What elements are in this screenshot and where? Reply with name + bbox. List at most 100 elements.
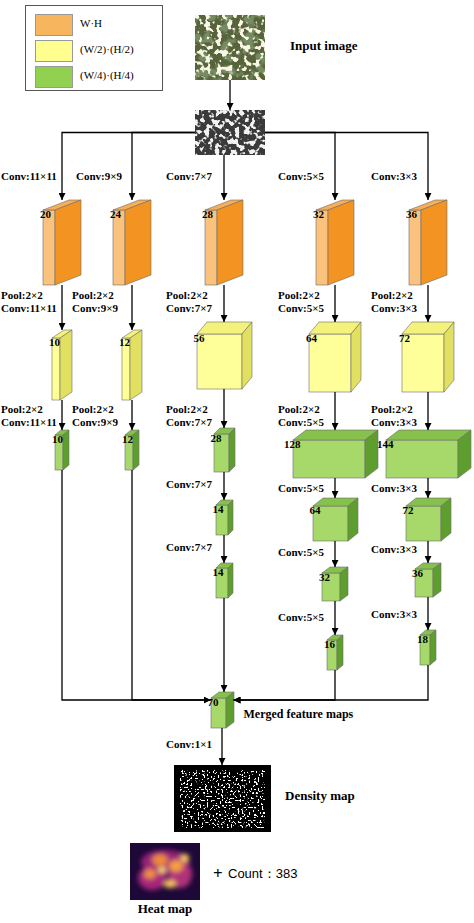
cube-front (205, 210, 217, 285)
flow-arrow (223, 389, 224, 428)
grayscale-photo (195, 110, 265, 155)
plus-sign: + (213, 864, 223, 884)
cube-shape (293, 430, 378, 478)
flow-arrow (221, 728, 222, 765)
channel-number: 32 (319, 571, 330, 584)
operation-label: Conv:5×5 (278, 482, 344, 495)
channel-number: 28 (211, 432, 222, 445)
flow-arrow (234, 665, 429, 700)
feature-map-cube: 128 (293, 430, 378, 478)
cube-front (43, 210, 55, 285)
operation-label: Pool:2×2 Conv:9×9 (72, 403, 138, 428)
feature-map-cube: 72 (402, 322, 454, 392)
cube-front (113, 210, 125, 285)
cube-side (351, 322, 361, 392)
operation-label: Conv:3×3 (371, 170, 437, 183)
operation-label: Conv:1×1 (166, 738, 232, 751)
flow-arrow (131, 285, 132, 330)
cube-side (441, 498, 451, 541)
feature-map-cube: 28 (205, 200, 243, 285)
feature-map-cube: 12 (122, 330, 142, 400)
flow-arrow (61, 400, 62, 430)
feature-map-cube: 18 (420, 630, 436, 665)
cube-side (63, 430, 69, 470)
flow-arrow (62, 133, 195, 201)
cube-side (328, 200, 354, 285)
operation-label: Conv:5×5 (278, 611, 344, 624)
flow-arrow (427, 541, 428, 563)
channel-number: 72 (399, 332, 410, 345)
channel-number: 56 (194, 332, 205, 345)
cube-side (337, 635, 343, 670)
feature-map-cube: 32 (322, 567, 348, 601)
feature-map-cube: 70Merged feature maps (211, 692, 234, 728)
cube-front (293, 440, 365, 478)
cube-side (348, 498, 358, 541)
feature-map-cube: 36 (415, 563, 441, 597)
flow-arrow (62, 470, 211, 700)
operation-label: Pool:2×2 Conv:7×7 (166, 403, 232, 428)
operation-label: Conv:11×11 (1, 170, 67, 183)
operation-label: Conv:5×5 (278, 546, 344, 559)
flow-arrow (229, 80, 230, 110)
operation-label: Conv:7×7 (166, 541, 232, 554)
operation-label: Conv:5×5 (278, 170, 344, 183)
feature-map-cube: 56 (197, 322, 252, 389)
channel-number: 14 (213, 503, 224, 516)
flow-arrow (427, 392, 428, 430)
flow-arrow (427, 597, 428, 630)
cube-top (293, 430, 378, 440)
operation-label: Conv:7×7 (166, 170, 232, 183)
channel-number: 12 (119, 336, 130, 349)
flow-arrow (427, 478, 428, 498)
grayscale-image (195, 110, 265, 155)
channel-number: 10 (49, 336, 60, 349)
cube-side (228, 500, 233, 535)
operation-label: Conv:9×9 (76, 170, 142, 183)
feature-map-cube: 20 (43, 200, 81, 285)
operation-label: Pool:2×2 Conv:5×5 (278, 403, 344, 428)
legend-swatch (35, 40, 73, 62)
cube-side (133, 430, 139, 470)
flow-arrow (223, 598, 224, 692)
feature-map-cube: 10 (52, 330, 72, 400)
channel-number: 24 (110, 208, 121, 221)
feature-map-cube: 16 (327, 635, 343, 670)
operation-label: Pool:2×2 Conv:5×5 (278, 289, 344, 314)
legend-box: W·H(W/2)·(H/2)(W/4)·(H/4) (25, 5, 163, 91)
channel-number: 64 (310, 504, 321, 517)
input-photo (195, 15, 265, 80)
cube-side (130, 330, 142, 400)
flow-arrow (234, 670, 336, 700)
operation-label: Conv:3×3 (371, 543, 437, 556)
cube-side (340, 567, 348, 601)
feature-map-cube: 24 (113, 200, 151, 285)
channel-number: 16 (324, 638, 335, 651)
feature-map-cube: 144 (386, 430, 471, 478)
channel-number: 14 (213, 566, 224, 579)
heat-map-image: Heat map (130, 843, 200, 900)
cube-side (421, 200, 447, 285)
image-caption: Density map (285, 789, 355, 804)
cube-side (125, 200, 151, 285)
operation-label: Conv:7×7 (166, 478, 232, 491)
cube-side (433, 563, 441, 597)
feature-map-cube: 72 (406, 498, 451, 541)
image-caption: Heat map (120, 902, 210, 917)
feature-map-cube: 14 (216, 563, 233, 598)
operation-label: Pool:2×2 Conv:11×11 (1, 403, 67, 428)
flow-arrow (132, 133, 195, 201)
operation-label: Pool:2×2 Conv:11×11 (1, 289, 67, 314)
operation-label: Conv:3×3 (371, 482, 437, 495)
channel-number: 36 (406, 208, 417, 221)
flow-arrow (334, 285, 335, 322)
heat-picture (130, 843, 200, 900)
flow-arrow (131, 400, 132, 430)
flow-arrow (132, 470, 211, 700)
cube-side (430, 630, 436, 665)
operation-label: Pool:2×2 Conv:3×3 (371, 289, 437, 314)
flow-arrow (223, 472, 224, 500)
channel-number: 32 (313, 208, 324, 221)
